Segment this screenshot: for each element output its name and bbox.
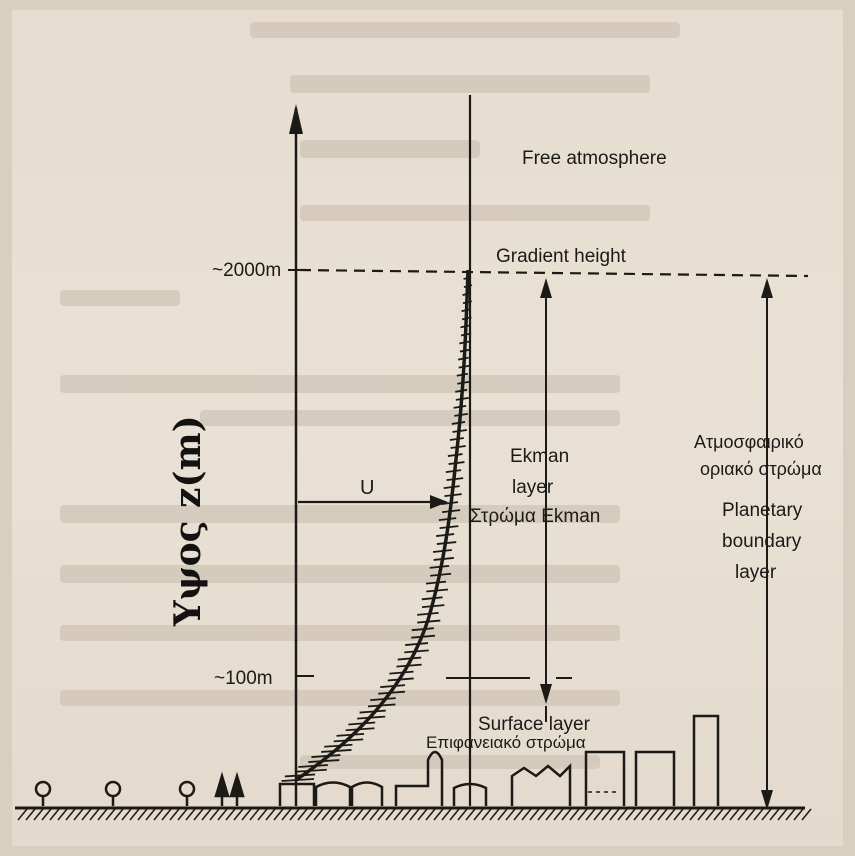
- svg-text:layer: layer: [735, 562, 777, 583]
- free-atmosphere-label: Free atmosphere: [522, 148, 667, 169]
- axis-arrow-icon: [289, 104, 303, 134]
- pbl-extent: [761, 278, 773, 810]
- ground-line: [15, 806, 812, 821]
- trees: [34, 771, 245, 806]
- factory-icon: [510, 762, 572, 806]
- tree-icon: [104, 780, 122, 806]
- tree-icon: [178, 780, 196, 806]
- church-icon: [394, 750, 444, 806]
- arrow-right-icon: [430, 495, 448, 509]
- house-icon: [350, 781, 384, 806]
- tower-block-icon: [692, 714, 720, 806]
- arrow-down-icon: [761, 790, 773, 810]
- velocity-label: U: [360, 477, 374, 499]
- pbl-label: Planetary boundary layer: [722, 500, 803, 583]
- house-icon: [452, 782, 488, 806]
- arrow-down-icon: [540, 684, 552, 704]
- svg-text:layer: layer: [512, 477, 554, 498]
- house-icon: [314, 781, 352, 806]
- tick-label-100m: ~100m: [214, 668, 273, 689]
- surface-layer-label: Surface layer: [478, 714, 591, 735]
- buildings: [278, 714, 720, 806]
- velocity-arrow: [298, 495, 448, 509]
- svg-text:Ατμοσφαιρικό: Ατμοσφαιρικό: [694, 432, 804, 452]
- svg-text:Ekman: Ekman: [510, 446, 569, 467]
- tower-block-icon: [634, 750, 676, 806]
- abl-greek-label: Ατμοσφαιρικό οριακό στρώμα: [694, 432, 822, 479]
- wind-profile-curve: [281, 269, 473, 782]
- surface-layer-greek-label: Επιφανειακό στρώμα: [426, 733, 586, 752]
- y-axis-label: Υψος z(m): [167, 415, 209, 627]
- svg-text:Planetary: Planetary: [722, 500, 803, 521]
- conifer-tree-icon: [229, 771, 245, 806]
- tick-label-2000m: ~2000m: [212, 260, 281, 281]
- svg-text:οριακό στρώμα: οριακό στρώμα: [700, 459, 822, 479]
- svg-text:boundary: boundary: [722, 531, 802, 552]
- height-axis: [289, 104, 303, 806]
- gradient-height-label: Gradient height: [496, 246, 627, 267]
- house-icon: [278, 782, 316, 806]
- ekman-label: Ekman layer Στρώμα Ekman: [470, 446, 600, 527]
- conifer-tree-icon: [214, 771, 230, 806]
- svg-text:Στρώμα Ekman: Στρώμα Ekman: [470, 506, 600, 527]
- arrow-up-icon: [540, 278, 552, 298]
- arrow-up-icon: [761, 278, 773, 298]
- tower-block-icon: [584, 750, 626, 806]
- tree-icon: [34, 780, 52, 806]
- ekman-layer-extent: [540, 278, 552, 704]
- gradient-height-line: [299, 268, 809, 278]
